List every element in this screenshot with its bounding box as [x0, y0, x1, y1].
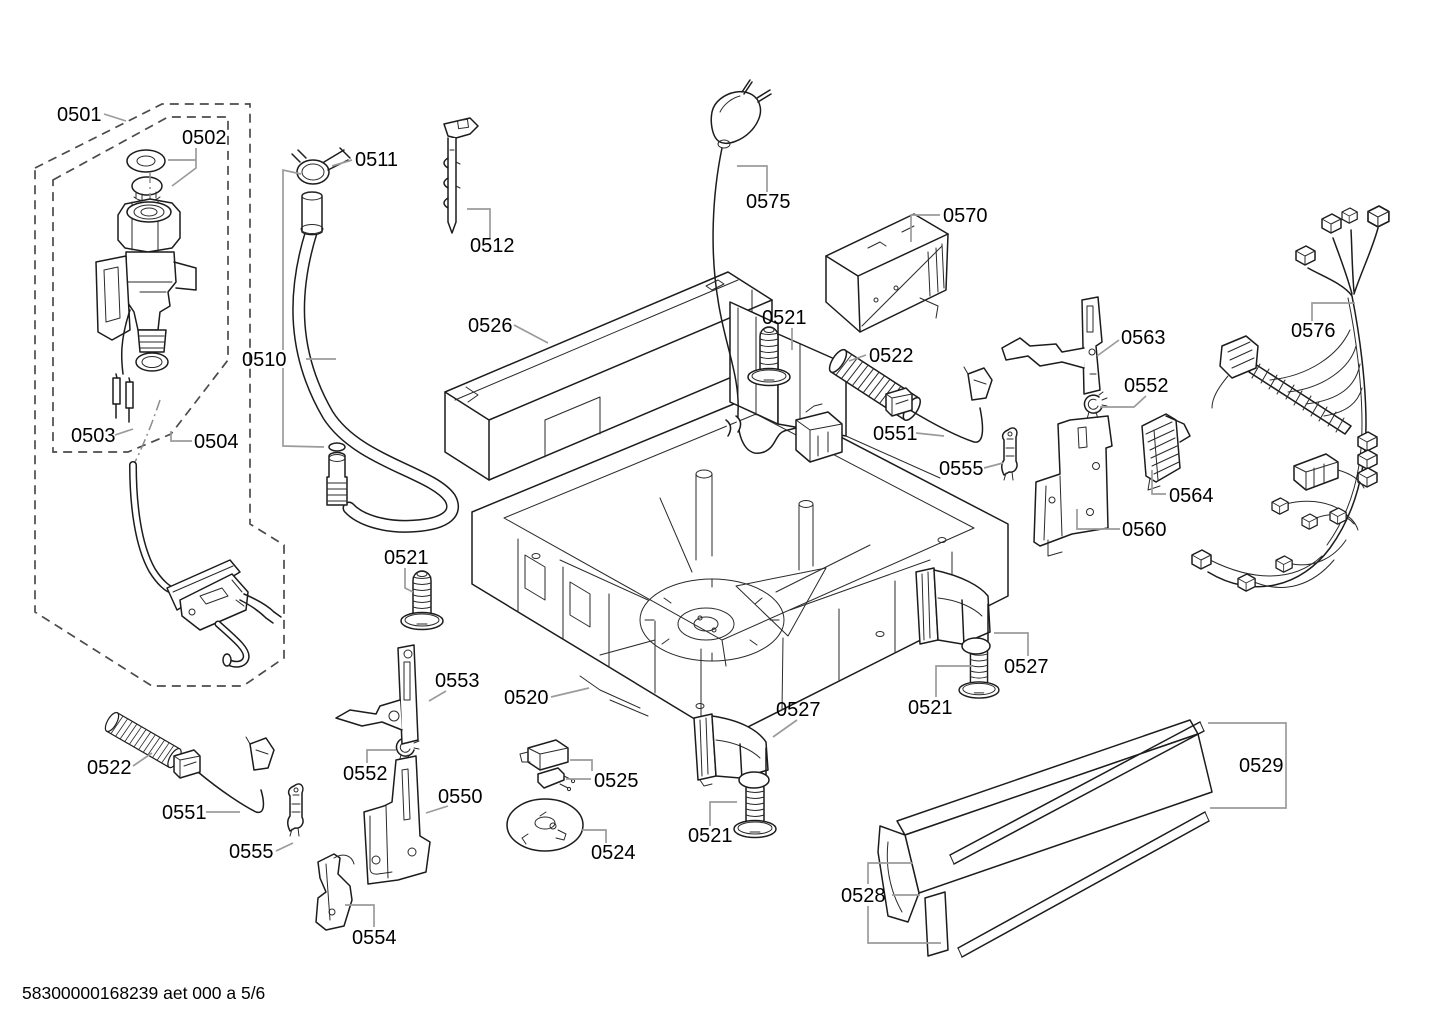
callout-0524: 0524 — [591, 842, 636, 864]
dashed-group-outer — [34, 103, 285, 687]
part-terminal-block-0564 — [1141, 413, 1191, 491]
callout-0525: 0525 — [594, 770, 639, 792]
callout-0555-left: 0555 — [229, 841, 274, 863]
callout-0520: 0520 — [504, 687, 549, 709]
part-drain-hose — [292, 191, 460, 533]
callout-0551-left: 0551 — [162, 802, 207, 824]
part-foot-right — [915, 567, 991, 655]
callout-0552-left: 0552 — [343, 763, 388, 785]
part-bracket-0553 — [335, 644, 419, 745]
callout-0575: 0575 — [746, 191, 791, 213]
part-bracket-0563 — [1001, 296, 1103, 395]
callout-labels: 0501 0502 0511 0512 0575 0570 0526 0521 … — [57, 104, 1336, 949]
part-bracket-0554 — [315, 853, 355, 931]
callout-0576: 0576 — [1291, 320, 1336, 342]
part-toe-panel — [877, 719, 1213, 958]
callout-0522-right: 0522 — [869, 345, 914, 367]
callout-0529: 0529 — [1239, 755, 1284, 777]
callout-0555-right: 0555 — [939, 458, 984, 480]
part-switch — [519, 739, 576, 792]
callout-0511: 0511 — [355, 149, 398, 171]
callout-0550: 0550 — [438, 786, 483, 808]
part-base-corner-wall — [729, 301, 941, 479]
part-hose-clamp — [291, 147, 351, 185]
callout-0504: 0504 — [194, 431, 239, 453]
callout-0553: 0553 — [435, 670, 480, 692]
callout-0503: 0503 — [71, 425, 116, 447]
part-aquastop-valve — [95, 149, 197, 423]
document-footer: 58300000168239 aet 000 a 5/6 — [22, 983, 265, 1003]
part-sensor-wire-right — [885, 366, 993, 443]
part-base-tub — [471, 393, 1009, 739]
callout-0560: 0560 — [1122, 519, 1167, 541]
part-foot-center — [693, 713, 770, 789]
callout-0521-top: 0521 — [762, 307, 807, 329]
callout-0501: 0501 — [57, 104, 102, 126]
part-control-module — [825, 213, 949, 333]
callout-0510: 0510 — [242, 349, 287, 371]
callout-0502: 0502 — [182, 127, 227, 149]
part-clip-right — [1001, 427, 1018, 481]
callout-0521-left: 0521 — [384, 547, 429, 569]
callout-0527-center: 0527 — [776, 699, 821, 721]
callout-0551-right: 0551 — [873, 423, 918, 445]
part-grommet-right — [1083, 391, 1108, 420]
callout-0521-bottom-right: 0521 — [908, 697, 953, 719]
callout-0552-right: 0552 — [1124, 375, 1169, 397]
part-clip-left — [287, 783, 304, 837]
part-wiring-harness — [1191, 205, 1390, 592]
callout-0527-right: 0527 — [1004, 656, 1049, 678]
callout-0512: 0512 — [470, 235, 515, 257]
callout-0554: 0554 — [352, 927, 397, 949]
callout-0564: 0564 — [1169, 485, 1214, 507]
part-screw-2 — [400, 570, 444, 631]
callout-0563: 0563 — [1121, 327, 1166, 349]
part-bracket-0560 — [1033, 415, 1113, 557]
callout-0526: 0526 — [468, 315, 513, 337]
part-flow-sensor — [129, 399, 282, 668]
part-sensor-wire-left — [173, 736, 275, 814]
part-cover — [444, 271, 773, 481]
part-mains-cord — [710, 79, 843, 463]
part-stake-bracket — [443, 117, 479, 234]
dashed-group-0501 — [52, 116, 229, 453]
callout-0521-bottom-center: 0521 — [688, 825, 733, 847]
callout-0528: 0528 — [841, 885, 886, 907]
part-damping-disc — [506, 798, 584, 852]
callout-0570: 0570 — [943, 205, 988, 227]
leader-lines — [103, 113, 1355, 944]
part-bracket-0550 — [363, 755, 431, 885]
callout-0522-left: 0522 — [87, 757, 132, 779]
